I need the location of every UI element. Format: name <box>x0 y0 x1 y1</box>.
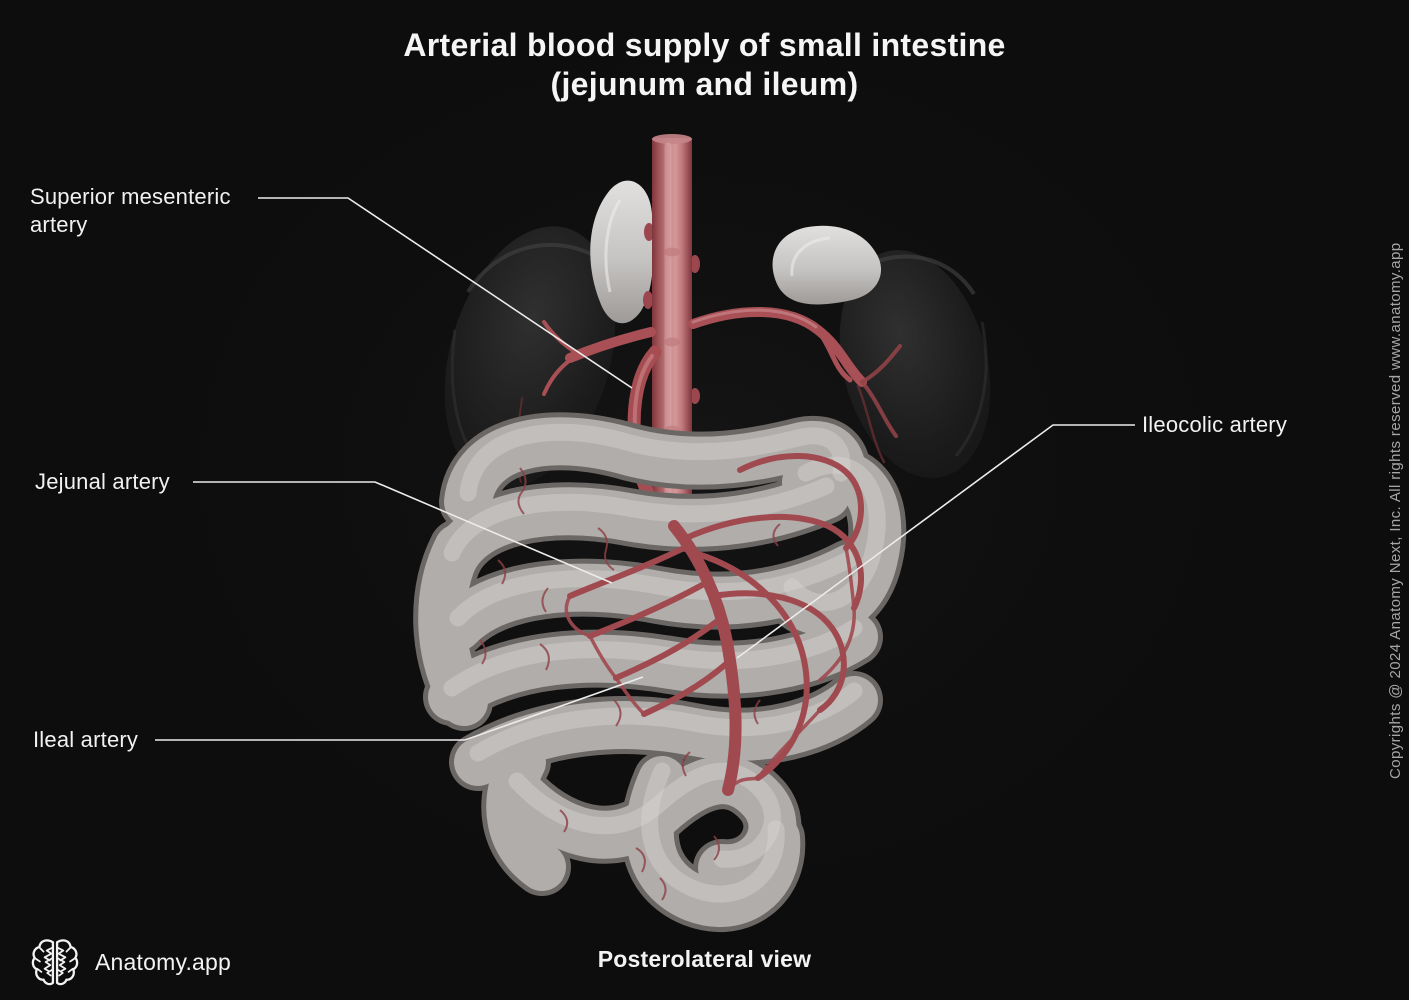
brand: Anatomy.app <box>30 937 231 987</box>
label-jejunal-artery: Jejunal artery <box>35 469 170 494</box>
label-ileocolic-artery: Ileocolic artery <box>1142 412 1288 437</box>
mesenteric-artery-tree <box>564 452 864 796</box>
page-title-line-1: Arterial blood supply of small intestine <box>403 27 1006 63</box>
page-title-line-2: (jejunum and ileum) <box>550 66 859 102</box>
leader-jejunal-artery <box>193 481 613 584</box>
brand-name: Anatomy.app <box>95 948 232 975</box>
page-title: Arterial blood supply of small intestine… <box>0 26 1409 104</box>
leader-ileal-artery <box>155 676 644 741</box>
brain-icon <box>31 939 79 986</box>
intestinal-surface-vessels <box>479 467 781 901</box>
label-ileal-artery: Ileal artery <box>33 727 139 752</box>
leader-lines <box>155 197 1135 741</box>
left-adrenal-gland <box>590 180 654 324</box>
right-adrenal-gland <box>772 225 882 305</box>
renal-arteries <box>515 307 902 483</box>
view-caption: Posterolateral view <box>597 946 812 972</box>
leader-ileocolic-artery <box>736 424 1135 659</box>
label-superior-mesenteric-artery: Superior mesenteric artery <box>30 184 231 237</box>
copyright-vertical-text: Copyrights @ 2024 Anatomy Next, Inc. All… <box>1387 242 1404 779</box>
leader-superior-mesenteric-artery <box>258 197 633 389</box>
